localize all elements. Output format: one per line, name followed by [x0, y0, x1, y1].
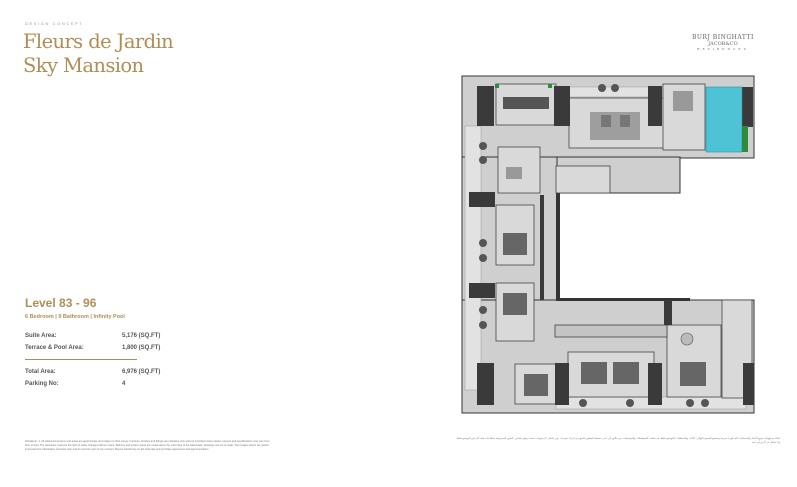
disclaimer-text: Disclaimer: 1. All stated dimensions and… — [25, 440, 270, 452]
logo-line-2: JACOB&CO — [708, 41, 738, 47]
foyer — [554, 324, 668, 338]
spec-row: Suite Area: 5,176 (SQ.FT) — [25, 333, 160, 339]
spec-row: Terrace & Pool Area: 1,800 (SQ.FT) — [25, 345, 160, 351]
total-row: Total Area: 6,976 (SQ.FT) — [25, 369, 160, 375]
spec-value: 1,800 (SQ.FT) — [122, 345, 161, 351]
parking-row: Parking No: 4 — [25, 381, 125, 387]
planter — [742, 126, 748, 152]
spec-value: 5,176 (SQ.FT) — [122, 333, 161, 339]
level-heading: Level 83 - 96 — [25, 296, 97, 310]
planter — [495, 84, 499, 88]
parking-value: 4 — [122, 381, 126, 387]
staff-rooms — [555, 165, 611, 194]
structural-columns — [469, 86, 754, 405]
infinity-pool — [705, 86, 743, 153]
unit-summary: 6 Bedroom | 9 Bathroom | Infinity Pool — [25, 314, 125, 320]
design-concept-kicker: DESIGN CONCEPT — [25, 21, 84, 26]
planter — [548, 84, 552, 88]
page-title: Fleurs de Jardin Sky Mansion — [23, 30, 174, 78]
logo-line-1: BURJ BINGHATTI — [692, 34, 754, 41]
brand-logo: BURJ BINGHATTI JACOB&CO RESIDENCES — [692, 34, 754, 51]
master-bedroom — [666, 324, 722, 398]
furniture — [479, 84, 709, 407]
total-label: Total Area: — [25, 369, 56, 375]
spec-label: Suite Area: — [25, 333, 57, 339]
divider — [25, 359, 137, 360]
title-line-1: Fleurs de Jardin — [23, 30, 174, 53]
parking-label: Parking No: — [25, 381, 59, 387]
spec-label: Terrace & Pool Area: — [25, 345, 84, 351]
bedroom-3-4 — [567, 351, 655, 398]
disclaimer-arabic: إخلاء مسؤولية: جميع الأبعاد والمساحات ال… — [456, 437, 780, 445]
total-value: 6,976 (SQ.FT) — [122, 369, 161, 375]
logo-line-3: RESIDENCES — [697, 47, 749, 51]
title-line-2: Sky Mansion — [23, 54, 144, 77]
